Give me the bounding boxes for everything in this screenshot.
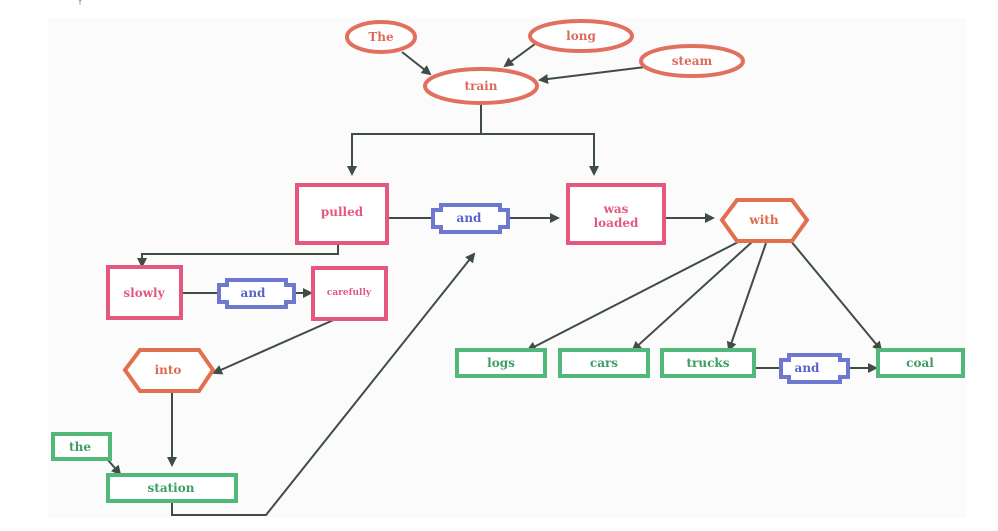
corner-mark: ⫯ <box>78 0 83 7</box>
arrow-with-trucks <box>726 242 767 352</box>
node-was-loaded-box <box>566 183 666 245</box>
node-pulled-box <box>295 183 389 245</box>
arrow-carefully-into <box>212 317 339 375</box>
node-and-3-label: and <box>795 361 821 375</box>
arrow-with-coal <box>789 239 883 352</box>
node-the-lower-box <box>51 432 112 461</box>
node-carefully-box <box>311 266 388 321</box>
arrow-with-logs <box>526 239 743 351</box>
node-with-label: with <box>748 213 778 227</box>
node-cars-label: cars <box>590 356 618 370</box>
arrow-train-pulled <box>347 104 482 176</box>
node-and-2-notched-box-icon <box>217 278 296 309</box>
node-station-label: station <box>148 481 195 495</box>
node-steam-ellipse <box>639 44 745 78</box>
node-was-loaded-line1: was <box>603 202 629 216</box>
node-long-ellipse <box>528 19 634 53</box>
node-and-2-label: and <box>241 286 267 300</box>
node-train-ellipse <box>423 67 539 105</box>
node-station-box <box>106 473 238 503</box>
node-with-hexagon-icon <box>719 198 810 243</box>
ellipse-nodes: The long steam train <box>345 19 745 105</box>
connectors <box>107 43 883 516</box>
node-pulled-label: pulled <box>321 205 364 219</box>
conjunction-boxes: and and and <box>217 203 850 384</box>
node-steam-label: steam <box>672 54 713 68</box>
arrow-train-was-loaded <box>481 133 599 176</box>
node-logs-label: logs <box>487 356 515 370</box>
node-cars-box <box>558 348 650 378</box>
node-train-label: train <box>465 79 498 93</box>
object-boxes: the station logs cars trucks coal <box>51 348 965 503</box>
arrow-the-station <box>107 459 122 476</box>
arrow-the-train <box>401 51 432 76</box>
node-coal-label: coal <box>906 356 934 370</box>
node-and-3-notched-box-icon <box>779 353 850 384</box>
node-into-label: into <box>155 363 182 377</box>
node-trucks-box <box>660 348 756 378</box>
arrow-with-cars <box>631 241 753 352</box>
node-long-label: long <box>566 29 596 43</box>
node-carefully-label: carefully <box>327 288 372 298</box>
preposition-hexagons: with into <box>122 198 810 393</box>
node-the-upper-label: The <box>368 30 394 44</box>
node-was-loaded-line2: loaded <box>594 216 639 230</box>
verb-boxes: pulled was loaded slowly carefully <box>106 183 666 321</box>
node-and-1-label: and <box>457 211 483 225</box>
node-the-upper-ellipse <box>345 20 417 54</box>
node-logs-box <box>455 348 547 378</box>
node-into-hexagon-icon <box>122 348 216 393</box>
node-slowly-label: slowly <box>123 286 165 300</box>
node-slowly-box <box>106 265 183 320</box>
arrow-long-train <box>503 43 536 68</box>
node-and-1-notched-box-icon <box>431 203 510 234</box>
arrow-station-to-and <box>171 252 476 516</box>
node-coal-box <box>876 348 965 378</box>
arrow-pulled-slowly <box>137 244 339 268</box>
node-trucks-label: trucks <box>687 356 730 370</box>
arrow-steam-train <box>538 66 646 84</box>
node-the-lower-label: the <box>69 440 91 454</box>
